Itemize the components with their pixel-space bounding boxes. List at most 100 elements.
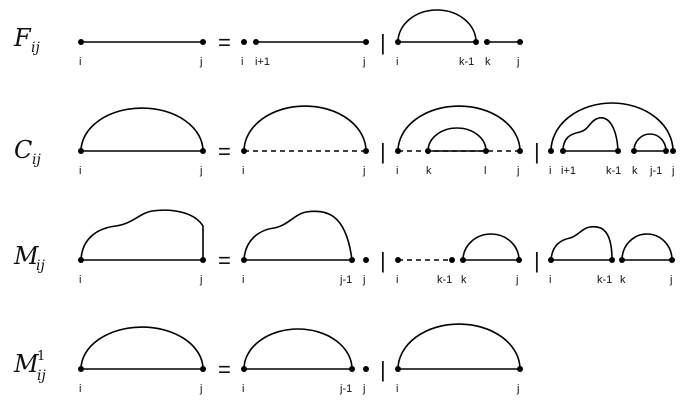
- f-c-tick-j: j: [516, 56, 519, 68]
- m-d-dot-j: [669, 257, 675, 263]
- f-bar: |: [380, 30, 386, 55]
- m-b-tick-j: j: [362, 274, 365, 286]
- m1-c-dot-j: [517, 366, 523, 372]
- c-c-tick-i: i: [396, 165, 398, 177]
- row-label-f-sub: ij: [31, 40, 40, 56]
- m-c-tick-k: k: [461, 274, 467, 286]
- c-b-tick-j: j: [362, 165, 365, 177]
- f-equals: =: [218, 30, 231, 55]
- f-b-dot-j: [363, 39, 369, 45]
- m-c-dot-k: [460, 257, 466, 263]
- f-a-dot-i: [78, 39, 84, 45]
- m-b-blue-blob: [243, 210, 353, 261]
- m-term-d: i k-1 k j: [548, 225, 675, 286]
- m-c-dot-i: [395, 257, 401, 263]
- m1-b-yellow-arc: [243, 328, 353, 370]
- c-c-outer-arc: [397, 105, 521, 152]
- row-label-m1: M: [13, 350, 40, 378]
- m1-a-tick-i: i: [79, 383, 81, 395]
- m-term-c: i k-1 k j: [395, 233, 522, 286]
- c-b-dot-j: [363, 148, 369, 154]
- f-b-tick-j: j: [362, 56, 365, 68]
- m1-b-tick-j: j: [362, 383, 365, 395]
- row-label-m1-sup: 1: [37, 349, 45, 364]
- m1-c-orange-arc: [397, 323, 521, 370]
- m-c-dot-j: [516, 257, 522, 263]
- m-bar-1: |: [380, 248, 386, 273]
- m-d-tick-k: k: [620, 274, 626, 286]
- f-term-c: i k-1 k j: [395, 9, 523, 68]
- f-b-dot-i1: [253, 39, 259, 45]
- c-bar-1: |: [380, 139, 386, 164]
- row-label-c-sub: ij: [32, 152, 41, 168]
- f-c-dot-k: [484, 39, 490, 45]
- m-d-dot-k: [619, 257, 625, 263]
- c-term-b: i j: [241, 105, 369, 177]
- row-f: F ij i j = i i+1 j |: [13, 9, 523, 68]
- m1-term-a: i j: [78, 326, 206, 395]
- c-d-dot-k: [631, 148, 637, 154]
- c-term-d: i i+1 k-1 k j-1 j: [548, 102, 676, 177]
- f-a-tick-i: i: [79, 56, 81, 68]
- m1-b-dot-i: [241, 366, 247, 372]
- c-d-tick-j: j: [671, 165, 674, 177]
- c-c-dot-j: [517, 148, 523, 154]
- m-equals: =: [218, 248, 231, 273]
- m1-b-tick-i: i: [242, 383, 244, 395]
- c-d-tick-i: i: [549, 165, 551, 177]
- m-a-tick-j: j: [199, 274, 202, 286]
- m-c-dot-k1: [449, 257, 455, 263]
- m-term-a: i j: [78, 209, 206, 286]
- m-d-tick-k1: k-1: [597, 274, 612, 286]
- m1-c-tick-i: i: [396, 383, 398, 395]
- m-d-tick-i: i: [549, 274, 551, 286]
- f-c-tick-i: i: [396, 56, 398, 68]
- f-a-dot-j: [200, 39, 206, 45]
- c-term-a: i j: [78, 107, 206, 177]
- m1-c-dot-i: [395, 366, 401, 372]
- f-c-dot-j: [517, 39, 523, 45]
- m-c-tick-i: i: [396, 274, 398, 286]
- c-d-tick-k: k: [632, 165, 638, 177]
- m-c-tick-k1: k-1: [437, 274, 452, 286]
- f-c-orange-arc: [397, 9, 477, 43]
- c-a-dot-j: [200, 148, 206, 154]
- m-c-tick-j: j: [515, 274, 518, 286]
- m1-a-yellow-arc: [80, 326, 204, 370]
- f-c-dot-i: [395, 39, 401, 45]
- f-c-tick-k1: k-1: [459, 56, 474, 68]
- c-b-outer-arc: [243, 105, 367, 152]
- m1-term-b: i j-1 j: [241, 328, 369, 395]
- c-d-tick-i1: i+1: [561, 165, 576, 177]
- m1-a-tick-j: j: [199, 383, 202, 395]
- m1-equals: =: [218, 357, 231, 382]
- c-b-tick-i: i: [242, 165, 244, 177]
- c-a-dot-i: [78, 148, 84, 154]
- m1-a-dot-i: [78, 366, 84, 372]
- row-label-c: C: [14, 136, 32, 164]
- c-c-orange-arc: [427, 127, 487, 152]
- m1-c-tick-j: j: [516, 383, 519, 395]
- m1-b-dot-j: [363, 366, 369, 372]
- m-b-dot-j1: [349, 257, 355, 263]
- f-b-tick-i: i: [241, 56, 243, 68]
- f-term-b: i i+1 j: [241, 39, 369, 68]
- row-label-m: M: [13, 242, 40, 270]
- m-b-dot-j: [363, 257, 369, 263]
- m-bar-2: |: [534, 248, 540, 273]
- c-d-outer-arc: [550, 102, 674, 152]
- m-d-dot-i: [548, 257, 554, 263]
- row-c: C ij i j = i j |: [14, 102, 676, 177]
- f-c-tick-k: k: [485, 56, 491, 68]
- c-d-yellow-arc: [633, 133, 667, 152]
- c-d-tick-k1: k-1: [606, 165, 621, 177]
- m-b-tick-i: i: [242, 274, 244, 286]
- c-c-dot-k: [425, 148, 431, 154]
- m-a-blue-blob: [80, 209, 204, 261]
- c-d-tick-j1: j-1: [649, 165, 662, 177]
- c-term-c: i k l j: [395, 105, 523, 177]
- row-label-m1-sub: ij: [37, 368, 46, 384]
- m-d-tick-j: j: [669, 274, 672, 286]
- m1-bar: |: [380, 357, 386, 382]
